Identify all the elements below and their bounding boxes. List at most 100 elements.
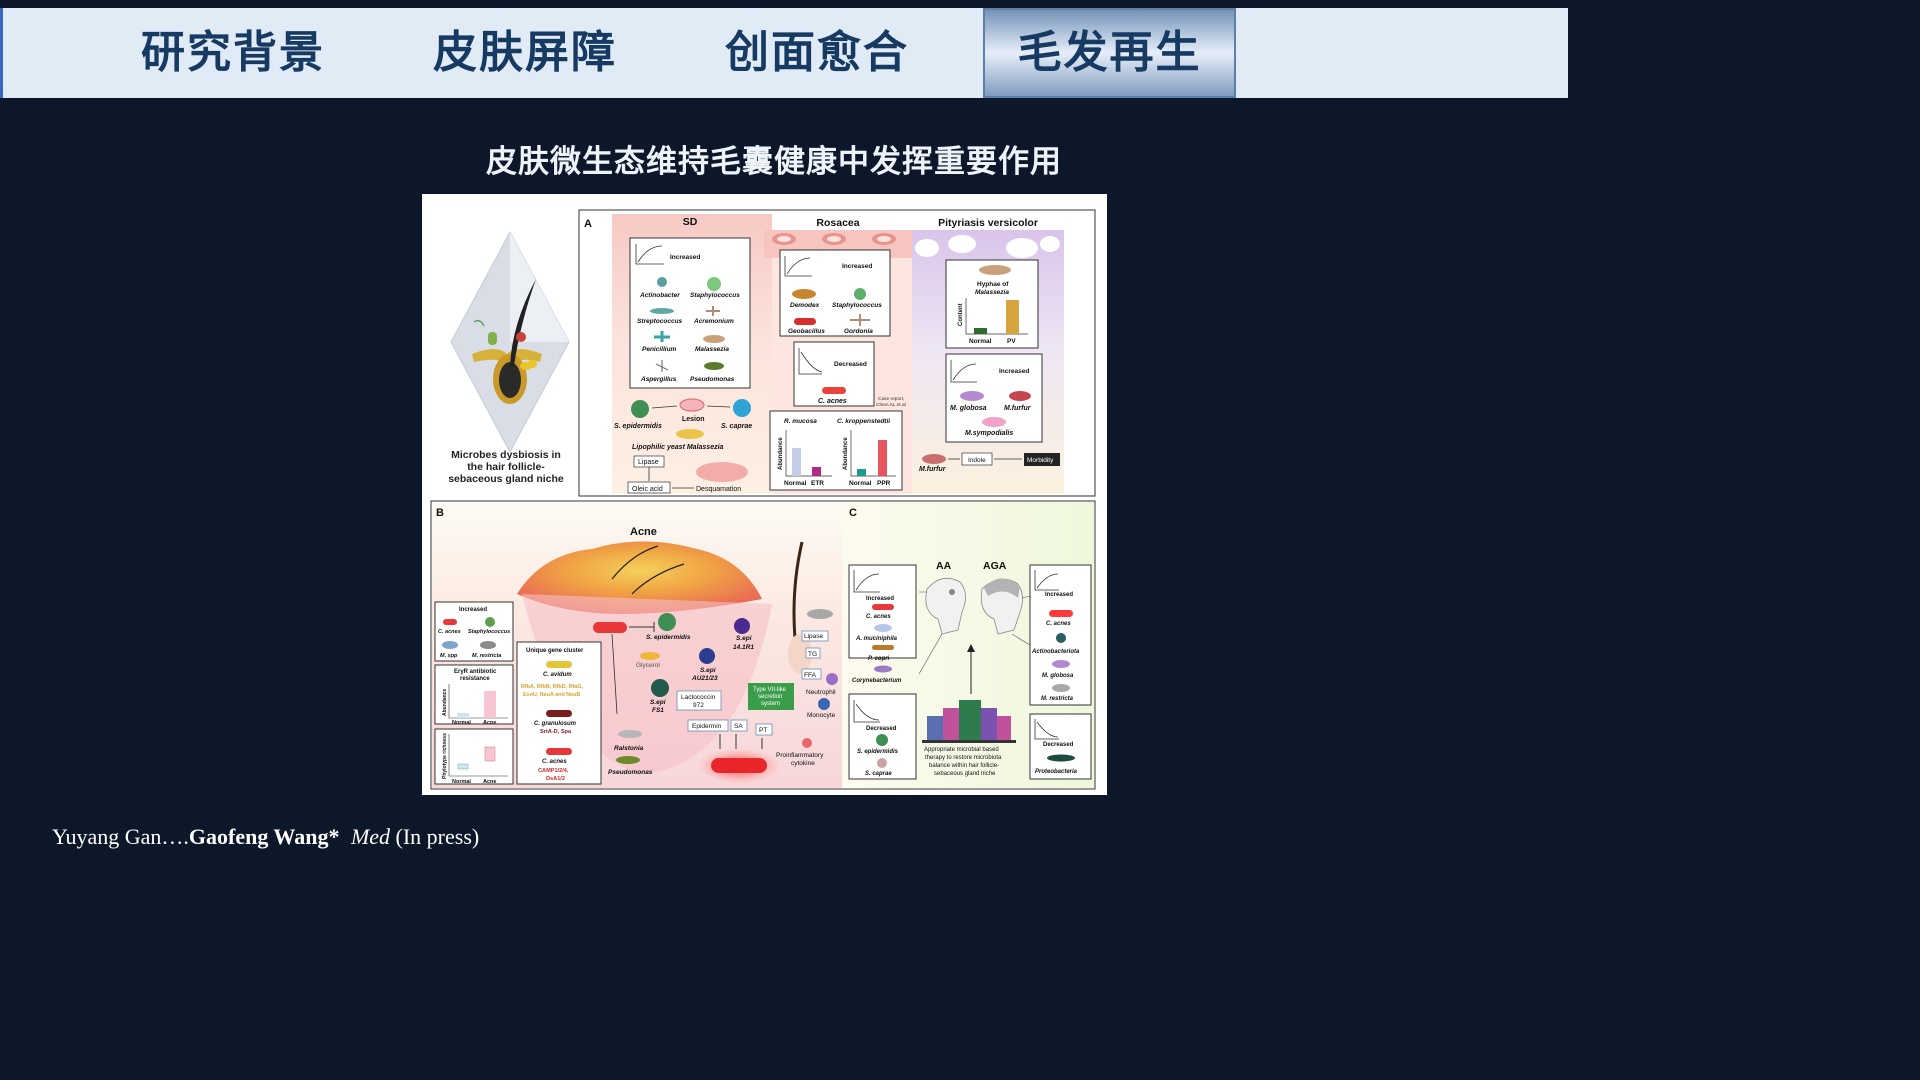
- citation-corresponding-author: Gaofeng Wang*: [188, 824, 340, 849]
- sd-org-4: Acremonium: [693, 318, 734, 325]
- left-caption-line1: Microbes dysbiosis in: [451, 449, 561, 461]
- sd-org-8: Pseudomonas: [690, 376, 735, 383]
- aa-inc-org-1: C. acnes: [866, 614, 891, 620]
- acne-ylabel-1: Abundance: [442, 689, 448, 716]
- avidum-genes-2: ExoU, NeuA and NeuB: [523, 692, 580, 698]
- acne-increased-label: Increased: [459, 607, 487, 613]
- acne-eryr-box: [434, 664, 514, 725]
- aga-inc-org-1: C. acnes: [1046, 621, 1071, 627]
- therapy-4: sebaceous gland niche: [934, 771, 996, 777]
- acne-s-epidermidis: S. epidermidis: [646, 634, 691, 641]
- tab-hair-regeneration[interactable]: 毛发再生: [983, 8, 1236, 98]
- acne-neutrophil: Neutrophil: [806, 689, 836, 696]
- acne-x-normal-2: Normal: [452, 779, 471, 785]
- tab-skin-barrier[interactable]: 皮肤屏障: [433, 27, 617, 78]
- rosacea-c-acnes: C. acnes: [818, 398, 847, 405]
- rosacea-x-normal-1: Normal: [784, 480, 807, 487]
- acne-inc-org-3: M. spp: [440, 653, 458, 659]
- pv-m-furfur: M.furfur: [919, 466, 947, 473]
- acne-inc-org-2: Staphylococcus: [468, 629, 510, 635]
- acne-x-normal-1: Normal: [452, 720, 471, 726]
- pv-indole: Indole: [968, 457, 986, 464]
- aa-inc-org-3: P. copri: [868, 656, 890, 662]
- gene-c-acnes: C. acnes: [542, 759, 567, 765]
- citation-status: (In press): [395, 824, 480, 849]
- aa-title: AA: [936, 560, 952, 572]
- t7ss-3: system: [761, 701, 780, 707]
- tab-wound-healing[interactable]: 创面愈合: [725, 27, 909, 78]
- slide-title: 皮肤微生态维持毛囊健康中发挥重要作用: [486, 144, 1062, 180]
- aa-dec-org-1: S. epidermidis: [857, 749, 899, 755]
- pv-title: Pityriasis versicolor: [938, 217, 1038, 229]
- top-strip: [0, 0, 1568, 8]
- acne-x-acne-2: Acne: [483, 779, 496, 785]
- rosacea-decreased-box: [793, 341, 875, 407]
- therapy-1: Appropriate microbial based: [924, 747, 999, 753]
- acne-inc-org-1: C. acnes: [438, 629, 461, 635]
- rosacea-org-2: Staphylococcus: [832, 302, 882, 309]
- acne-richness-box: [434, 728, 514, 785]
- case-report-2: Chien AL et.al: [876, 402, 906, 408]
- pv-x-pv: PV: [1007, 338, 1016, 345]
- panel-a-letter: A: [584, 218, 592, 230]
- acne-monocyte: Monocyte: [807, 712, 836, 719]
- sa-label: SA: [734, 723, 743, 730]
- cytokine-1: Proinflammatory: [776, 752, 824, 759]
- rosacea-title: Rosacea: [816, 217, 859, 229]
- research-figure: Microbes dysbiosis in the hair follicle-…: [422, 194, 1107, 795]
- epidermin-label: Epidermin: [692, 723, 722, 730]
- acne-ffa: FFA: [804, 672, 817, 679]
- sd-title: SD: [683, 216, 698, 228]
- therapy-3: balance within hair follicle-: [929, 763, 999, 769]
- aa-inc-org-4: Corynebacterium: [852, 678, 902, 684]
- acne-lesion: [517, 541, 762, 614]
- rosacea-org-1: Demodex: [790, 302, 820, 309]
- acne-ylabel-2: Phylotype richness: [442, 733, 448, 779]
- aa-ga-title: AGA: [983, 560, 1007, 572]
- sd-org-3: Streptococcus: [637, 318, 683, 325]
- s-epi-fs1-1: S.epi: [650, 699, 666, 706]
- unique-gene-title: Unique gene cluster: [526, 648, 584, 654]
- pv-hyphae-1: Hyphae of: [977, 281, 1009, 288]
- tab-research-background[interactable]: 研究背景: [141, 27, 325, 78]
- pv-org-1: M. globosa: [950, 405, 987, 412]
- panel-b-letter: B: [436, 507, 444, 519]
- avidum-genes-1: RfbA, RfbB, RfbD, RfaG,: [521, 684, 583, 690]
- aa-dec-org-2: S. caprae: [865, 771, 892, 777]
- aa-decreased-label: Decreased: [866, 726, 897, 732]
- cytokine-2: cytokine: [791, 760, 815, 767]
- rosacea-org-3: Geobacillus: [788, 328, 825, 335]
- s-epi-14-2: 14.1R1: [733, 644, 754, 651]
- aga-decreased-box: [1029, 713, 1092, 780]
- case-report-1: Case report,: [878, 396, 904, 402]
- sd-lesion: Lesion: [682, 416, 705, 423]
- pv-org-3: M.sympodialis: [965, 430, 1013, 437]
- aa-increased-box: [848, 564, 917, 659]
- sd-desquamation: Desquamation: [696, 486, 741, 493]
- citation: Yuyang Gan….Gaofeng Wang* Med (In press): [52, 824, 479, 850]
- aga-inc-org-2: Actinobacteriota: [1031, 649, 1080, 655]
- acne-eryr-2: resistance: [460, 676, 490, 682]
- sd-org-5: Penicillium: [642, 346, 677, 353]
- aga-decreased-label: Decreased: [1043, 742, 1074, 748]
- aga-head-illustration: [980, 578, 1023, 635]
- acne-x-acne-1: Acne: [483, 720, 496, 726]
- acne-ralstonia: Ralstonia: [614, 745, 644, 752]
- rosacea-decreased-label: Decreased: [834, 361, 867, 368]
- sd-lipophilic: Lipophilic yeast Malassezia: [632, 444, 724, 451]
- t7ss-1: Type VII-like: [753, 687, 787, 693]
- acne-glycerol: Glycerol: [636, 662, 660, 669]
- acne-inc-org-4: M. restricta: [472, 653, 501, 659]
- c-avidum: C. avidum: [543, 672, 572, 678]
- aa-inc-org-2: A. muciniphila: [855, 636, 898, 642]
- pv-morbidity: Morbidity: [1027, 457, 1054, 464]
- therapy-2: therapy to restore microbiota: [925, 755, 1002, 761]
- lactococcin-1: Lactococcin: [681, 694, 716, 701]
- sd-lipase: Lipase: [638, 459, 659, 466]
- rosacea-org-4: Gordonia: [844, 328, 873, 335]
- s-epi-au-1: S.epi: [700, 667, 716, 674]
- s-epi-au-2: AU21/23: [691, 675, 718, 682]
- s-epi-fs1-2: FS1: [652, 707, 664, 714]
- c-kroppenstedtii-title: C. kroppenstedtii: [837, 418, 890, 425]
- therapy-buildings-icon: [922, 700, 1016, 743]
